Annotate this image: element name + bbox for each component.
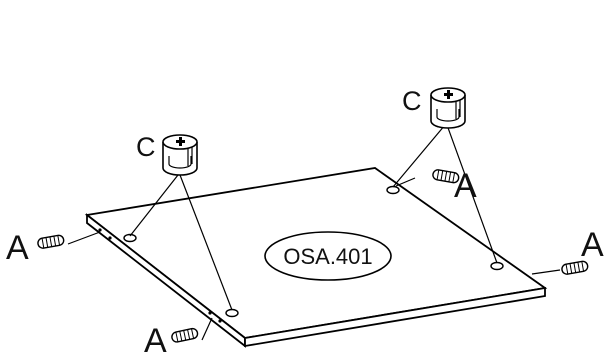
label-cam-left: C bbox=[136, 132, 156, 162]
leader-lines bbox=[67, 124, 561, 341]
cam-fitting-left bbox=[162, 134, 198, 176]
label-dowel-top: A bbox=[454, 167, 477, 205]
part-code-badge: OSA.401 bbox=[264, 231, 392, 281]
label-dowel-left: A bbox=[6, 229, 29, 267]
part-code-label: OSA.401 bbox=[283, 244, 372, 269]
label-dowel-bottom: A bbox=[144, 322, 167, 360]
label-dowel-right: A bbox=[581, 226, 604, 264]
dowel-bottom bbox=[170, 327, 200, 344]
label-cam-right: C bbox=[402, 86, 422, 116]
edge-holes bbox=[98, 228, 222, 323]
cam-fitting-right bbox=[430, 87, 466, 129]
dowel-left bbox=[36, 233, 66, 250]
